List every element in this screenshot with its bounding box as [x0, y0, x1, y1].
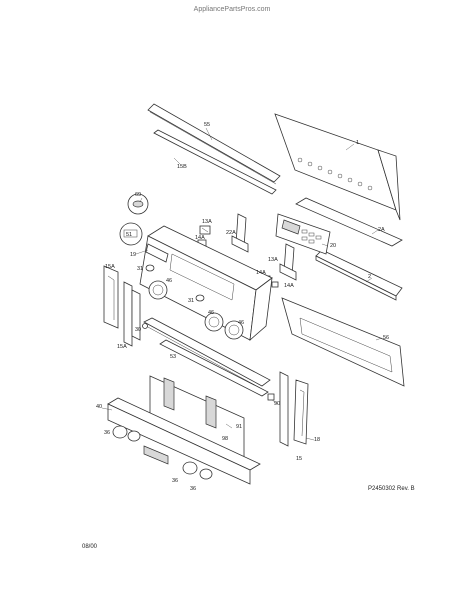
label-part-55: 55 [204, 122, 210, 128]
back-panel-part-1 [274, 113, 401, 221]
leader-lines [101, 127, 383, 441]
label-part-98: 98 [222, 436, 228, 442]
clock-part-69 [127, 193, 149, 215]
timer-part-51 [119, 222, 143, 246]
diagram-code: P2450302 Rev. B [368, 486, 415, 492]
knob-part-46-center [204, 312, 224, 332]
endcap-part-18A [103, 265, 119, 329]
clip-part-30 [142, 323, 148, 329]
burner-knob-part-36-right [182, 461, 213, 480]
label-part-40: 40 [96, 404, 102, 410]
watermark-text: AppliancePartsPros.com [194, 6, 271, 13]
label-part-90: 90 [274, 401, 280, 407]
label-part-2: 2 [368, 274, 371, 280]
label-part-46-right: 46 [238, 320, 244, 326]
bottom-rail-part-40 [107, 397, 261, 485]
label-part-31-left: 31 [137, 266, 143, 272]
burner-knob-part-36-left [112, 425, 141, 442]
knob-part-46-right [224, 320, 244, 340]
part-labels: 55 15B 1 69 51 19 13A 14A 22A 2A 20 13A … [96, 122, 389, 492]
bracket-part-19 [145, 243, 169, 263]
label-part-36-right: 36 [190, 486, 196, 492]
label-part-13A-lower: 13A [268, 257, 278, 263]
date-code: 08/00 [82, 544, 98, 550]
label-part-46-left: 46 [166, 278, 172, 284]
bracket-part-2A [295, 197, 403, 247]
label-part-15: 15 [296, 456, 302, 462]
label-part-36-center: 36 [172, 478, 178, 484]
label-part-56: 56 [383, 335, 389, 341]
switch-part-13A-lower [279, 243, 297, 281]
knob-shaft-part-31 [145, 264, 205, 302]
knob-part-46-left [148, 280, 168, 300]
label-part-36-left: 36 [104, 430, 110, 436]
label-part-13A-upper: 13A [202, 219, 212, 225]
control-board-part-20 [275, 213, 331, 255]
endcap-part-18 [293, 379, 309, 445]
label-part-14A-upper: 14A [195, 235, 205, 241]
label-part-2A: 2A [378, 227, 385, 233]
label-part-91: 91 [236, 424, 242, 430]
label-part-20: 20 [330, 243, 336, 249]
label-part-46-center: 46 [208, 310, 214, 316]
endcap-part-15 [279, 371, 289, 447]
label-part-22A: 22A [226, 230, 236, 236]
label-part-15B: 15B [177, 164, 187, 170]
manifold-panel [149, 375, 245, 469]
label-part-14A-lower: 14A [284, 283, 294, 289]
side-trim-part-56 [281, 297, 405, 387]
label-part-51: 51 [126, 232, 132, 238]
label-part-18A: 15A [105, 264, 115, 270]
bracket-part-90 [267, 393, 275, 401]
label-part-31-right: 31 [188, 298, 194, 304]
label-part-19: 19 [130, 252, 136, 258]
control-panel [139, 225, 273, 341]
trim-part-55 [147, 103, 281, 195]
bottom-shield [143, 445, 169, 465]
label-part-1: 1 [356, 140, 359, 146]
switch-part-13A-upper [199, 225, 211, 235]
label-part-53: 53 [170, 354, 176, 360]
label-part-18: 18 [314, 437, 320, 443]
label-part-14A-middle: 14A [256, 270, 266, 276]
panel-part-2 [315, 249, 403, 301]
label-part-30: 30 [135, 327, 141, 333]
endcap-part-15A [123, 281, 141, 347]
trim-part-53 [143, 317, 271, 397]
label-part-15A: 15A [117, 344, 127, 350]
label-part-69: 69 [135, 192, 141, 198]
bracket-part-22A [231, 213, 249, 253]
